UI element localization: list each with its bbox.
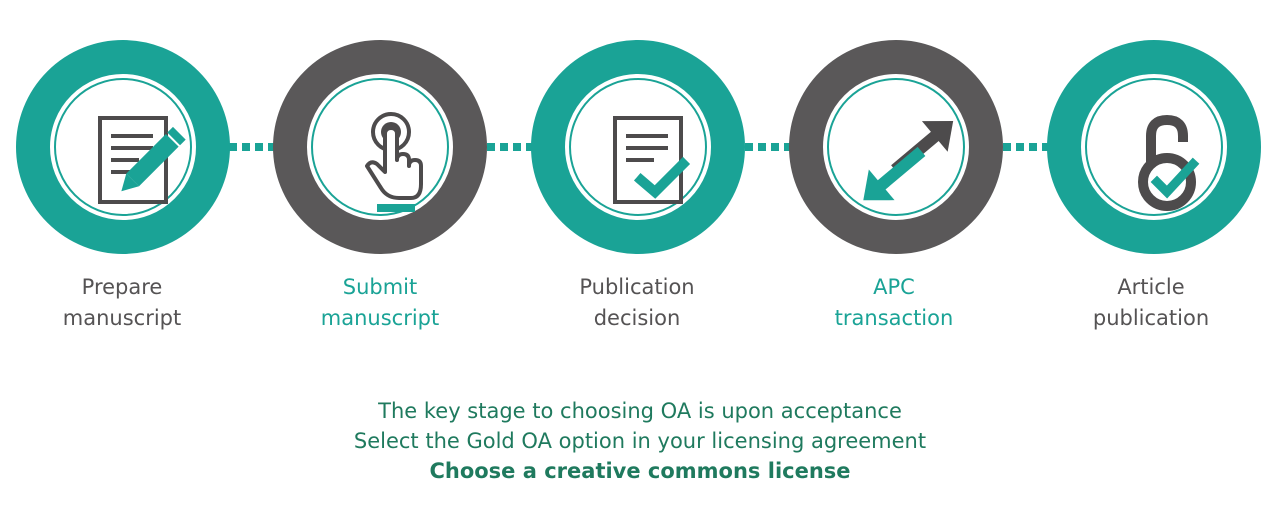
stage-label-line2: publication — [1092, 306, 1210, 330]
stage-label-line1: Prepare — [81, 275, 163, 299]
document-check-icon — [613, 116, 691, 204]
stage-label-line1: Publication — [579, 275, 695, 299]
stage-ring — [789, 40, 1003, 254]
stage-ring — [273, 40, 487, 254]
dotted-connector — [745, 143, 793, 151]
note-acceptance: The key stage to choosing OA is upon acc… — [378, 399, 902, 423]
stage-ring — [531, 40, 745, 254]
dotted-connector — [1003, 143, 1051, 151]
double-arrow-exchange-icon — [863, 121, 954, 201]
stage-label-submit: Submit manuscript — [260, 272, 500, 334]
stage-label-line1: APC — [873, 275, 915, 299]
stage-label-decision: Publication decision — [517, 272, 757, 334]
stage-label-article: Article publication — [1031, 272, 1271, 334]
stage-label-line2: manuscript — [320, 306, 440, 330]
note-gold-oa: Select the Gold OA option in your licens… — [353, 429, 927, 453]
stage-label-line2: decision — [593, 306, 681, 330]
stage-apc-transaction — [789, 40, 1003, 254]
open-access-lock-check-icon — [1138, 114, 1200, 211]
oa-notes: The key stage to choosing OA is upon acc… — [0, 396, 1280, 486]
stage-article-publication — [1047, 40, 1261, 254]
stage-submit-manuscript — [273, 40, 487, 254]
stage-prepare-manuscript — [16, 40, 230, 254]
stage-ring — [16, 40, 230, 254]
stage-label-prepare: Prepare manuscript — [2, 272, 242, 334]
dotted-connector — [229, 143, 277, 151]
dotted-connector — [487, 143, 535, 151]
stage-label-line1: Submit — [342, 275, 418, 299]
stage-label-apc: APC transaction — [774, 272, 1014, 334]
stage-label-line1: Article — [1117, 275, 1185, 299]
hand-pointer-click-icon — [365, 112, 423, 212]
document-pencil-icon — [98, 116, 186, 204]
stage-label-line2: manuscript — [62, 306, 182, 330]
stage-publication-decision — [531, 40, 745, 254]
stage-label-line2: transaction — [834, 306, 954, 330]
stage-ring — [1047, 40, 1261, 254]
note-creative-commons: Choose a creative commons license — [429, 459, 851, 483]
